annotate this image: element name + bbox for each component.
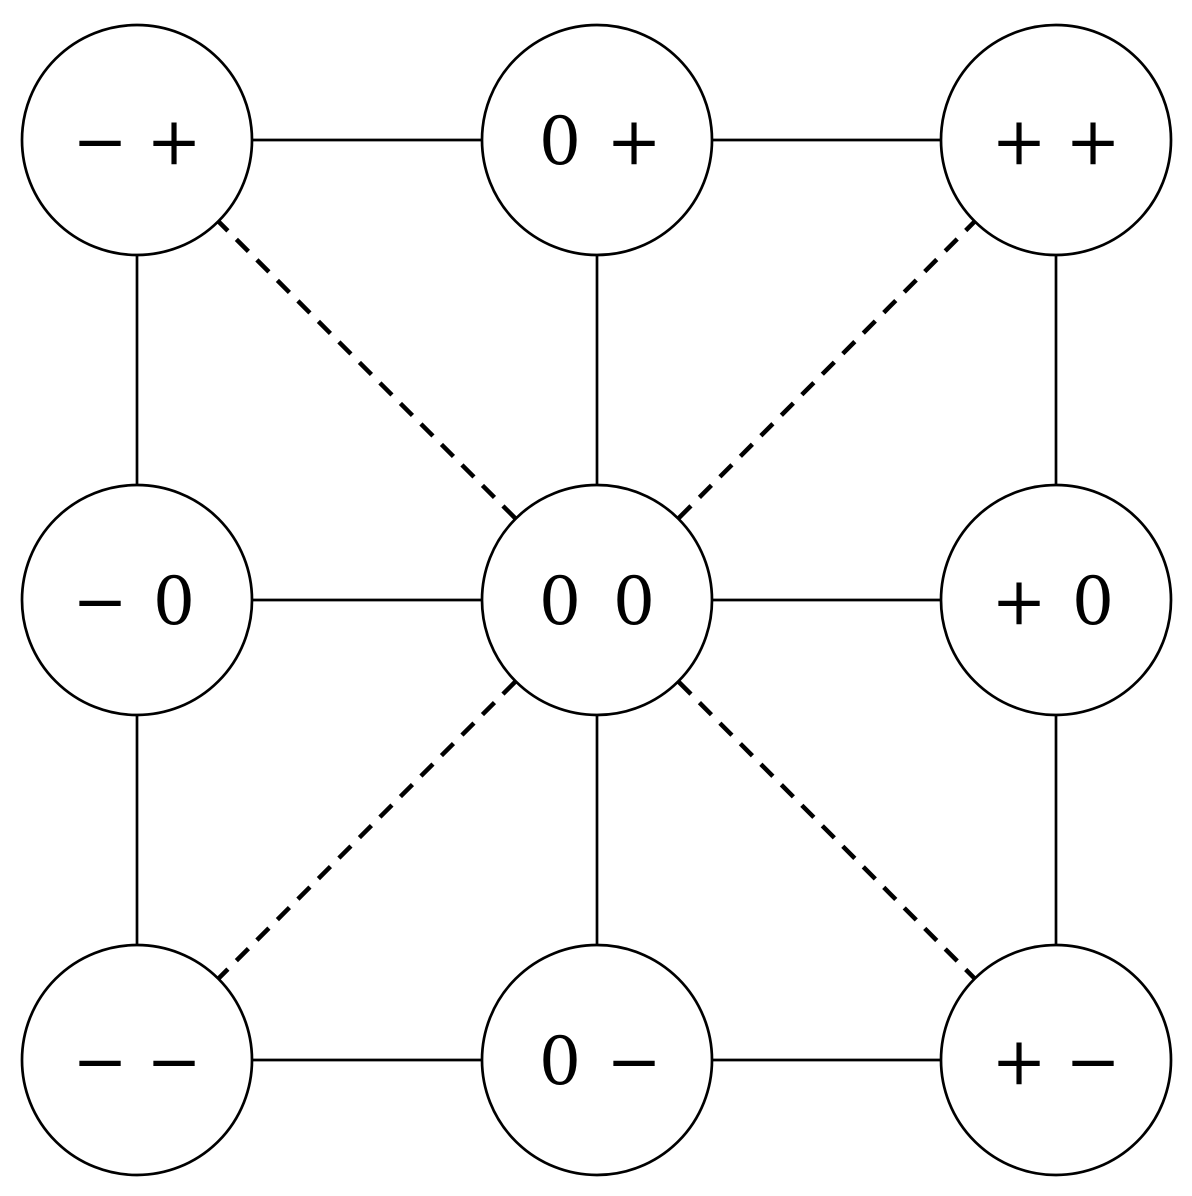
state-node-label-zero-neg: 0− [539, 1023, 662, 1100]
dashed-edge-zero-zero-to-neg-neg [135, 598, 599, 1062]
state-node-zero-neg [480, 943, 714, 1177]
state-node-label-neg-pos: −+ [72, 103, 201, 180]
state-node-neg-neg [20, 943, 254, 1177]
state-node-label-neg-zero: −0 [72, 563, 195, 640]
dashed-edge-zero-zero-to-pos-pos [595, 138, 1058, 602]
state-node-pos-neg [939, 943, 1173, 1177]
state-node-label-neg-neg: −− [72, 1023, 201, 1100]
dashed-edge-zero-zero-to-pos-neg [595, 598, 1058, 1062]
dashed-edge-zero-zero-to-neg-pos [135, 138, 599, 602]
state-node-label-pos-pos: ++ [991, 103, 1120, 180]
state-node-label-pos-neg: +− [991, 1023, 1120, 1100]
state-node-label-pos-zero: +0 [991, 563, 1114, 640]
state-node-zero-zero [480, 483, 714, 717]
state-node-pos-zero [939, 483, 1173, 717]
nodes-layer [20, 23, 1173, 1177]
state-node-neg-pos [20, 23, 254, 257]
state-node-label-zero-pos: 0+ [539, 103, 662, 180]
state-node-zero-pos [480, 23, 714, 257]
state-node-pos-pos [939, 23, 1173, 257]
state-node-neg-zero [20, 483, 254, 717]
